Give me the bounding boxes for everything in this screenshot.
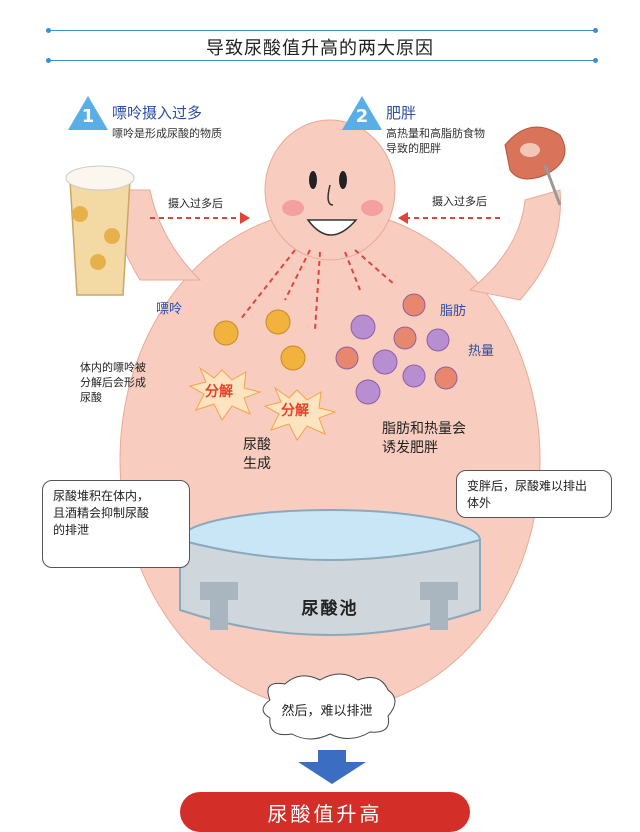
cause-2-badge: 2 [342, 96, 382, 130]
beer-glass-icon [65, 165, 135, 296]
arrow-heads [240, 212, 408, 224]
uric-acid-pool [179, 509, 481, 636]
purine-balls [213, 309, 306, 371]
result-banner: 尿酸值升高 [180, 792, 470, 832]
cloud-text: 然后，难以排泄 [281, 704, 373, 719]
cause-1-badge: 1 [68, 96, 108, 130]
fat-heat-balls [335, 293, 458, 405]
decompose-bursts [188, 366, 337, 441]
bubble-right: 变胖后，尿酸难以排出体外 [456, 470, 612, 518]
heat-label: 热量 [468, 344, 495, 359]
fat-heat-note: 脂肪和热量会诱发肥胖 [382, 421, 466, 456]
breakdown-note: 体内的嘌呤被分解后会形成尿酸 [80, 361, 146, 404]
decompose-2-label: 分解 [281, 403, 309, 419]
down-arrow-icon [298, 750, 366, 784]
top-rule [46, 28, 598, 33]
cause-1-heading: 嘌呤摄入过多 [112, 104, 203, 122]
uric-gen-label: 尿酸生成 [243, 437, 271, 472]
fat-label: 脂肪 [440, 304, 467, 319]
cause-2-sub: 高热量和高脂肪食物导致的肥胖 [386, 127, 485, 155]
face [282, 171, 383, 236]
illustration [65, 119, 566, 784]
pool-label: 尿酸池 [301, 599, 359, 619]
cause-2-heading: 肥胖 [386, 104, 417, 122]
intake-right-label: 摄入过多后 [432, 195, 487, 208]
intake-left-label: 摄入过多后 [168, 197, 223, 210]
intake-arrows [150, 217, 500, 331]
bubble-left: 尿酸堆积在体内，且酒精会抑制尿酸的排泄 [42, 480, 190, 568]
page-title: 导致尿酸值升高的两大原因 [206, 38, 434, 59]
thought-cloud [262, 673, 396, 740]
purine-label: 嘌呤 [156, 302, 183, 317]
meat-on-fork-icon [504, 126, 566, 206]
decompose-1-label: 分解 [205, 384, 233, 400]
title-rule [46, 58, 598, 63]
cause-1-sub: 嘌呤是形成尿酸的物质 [112, 127, 222, 140]
